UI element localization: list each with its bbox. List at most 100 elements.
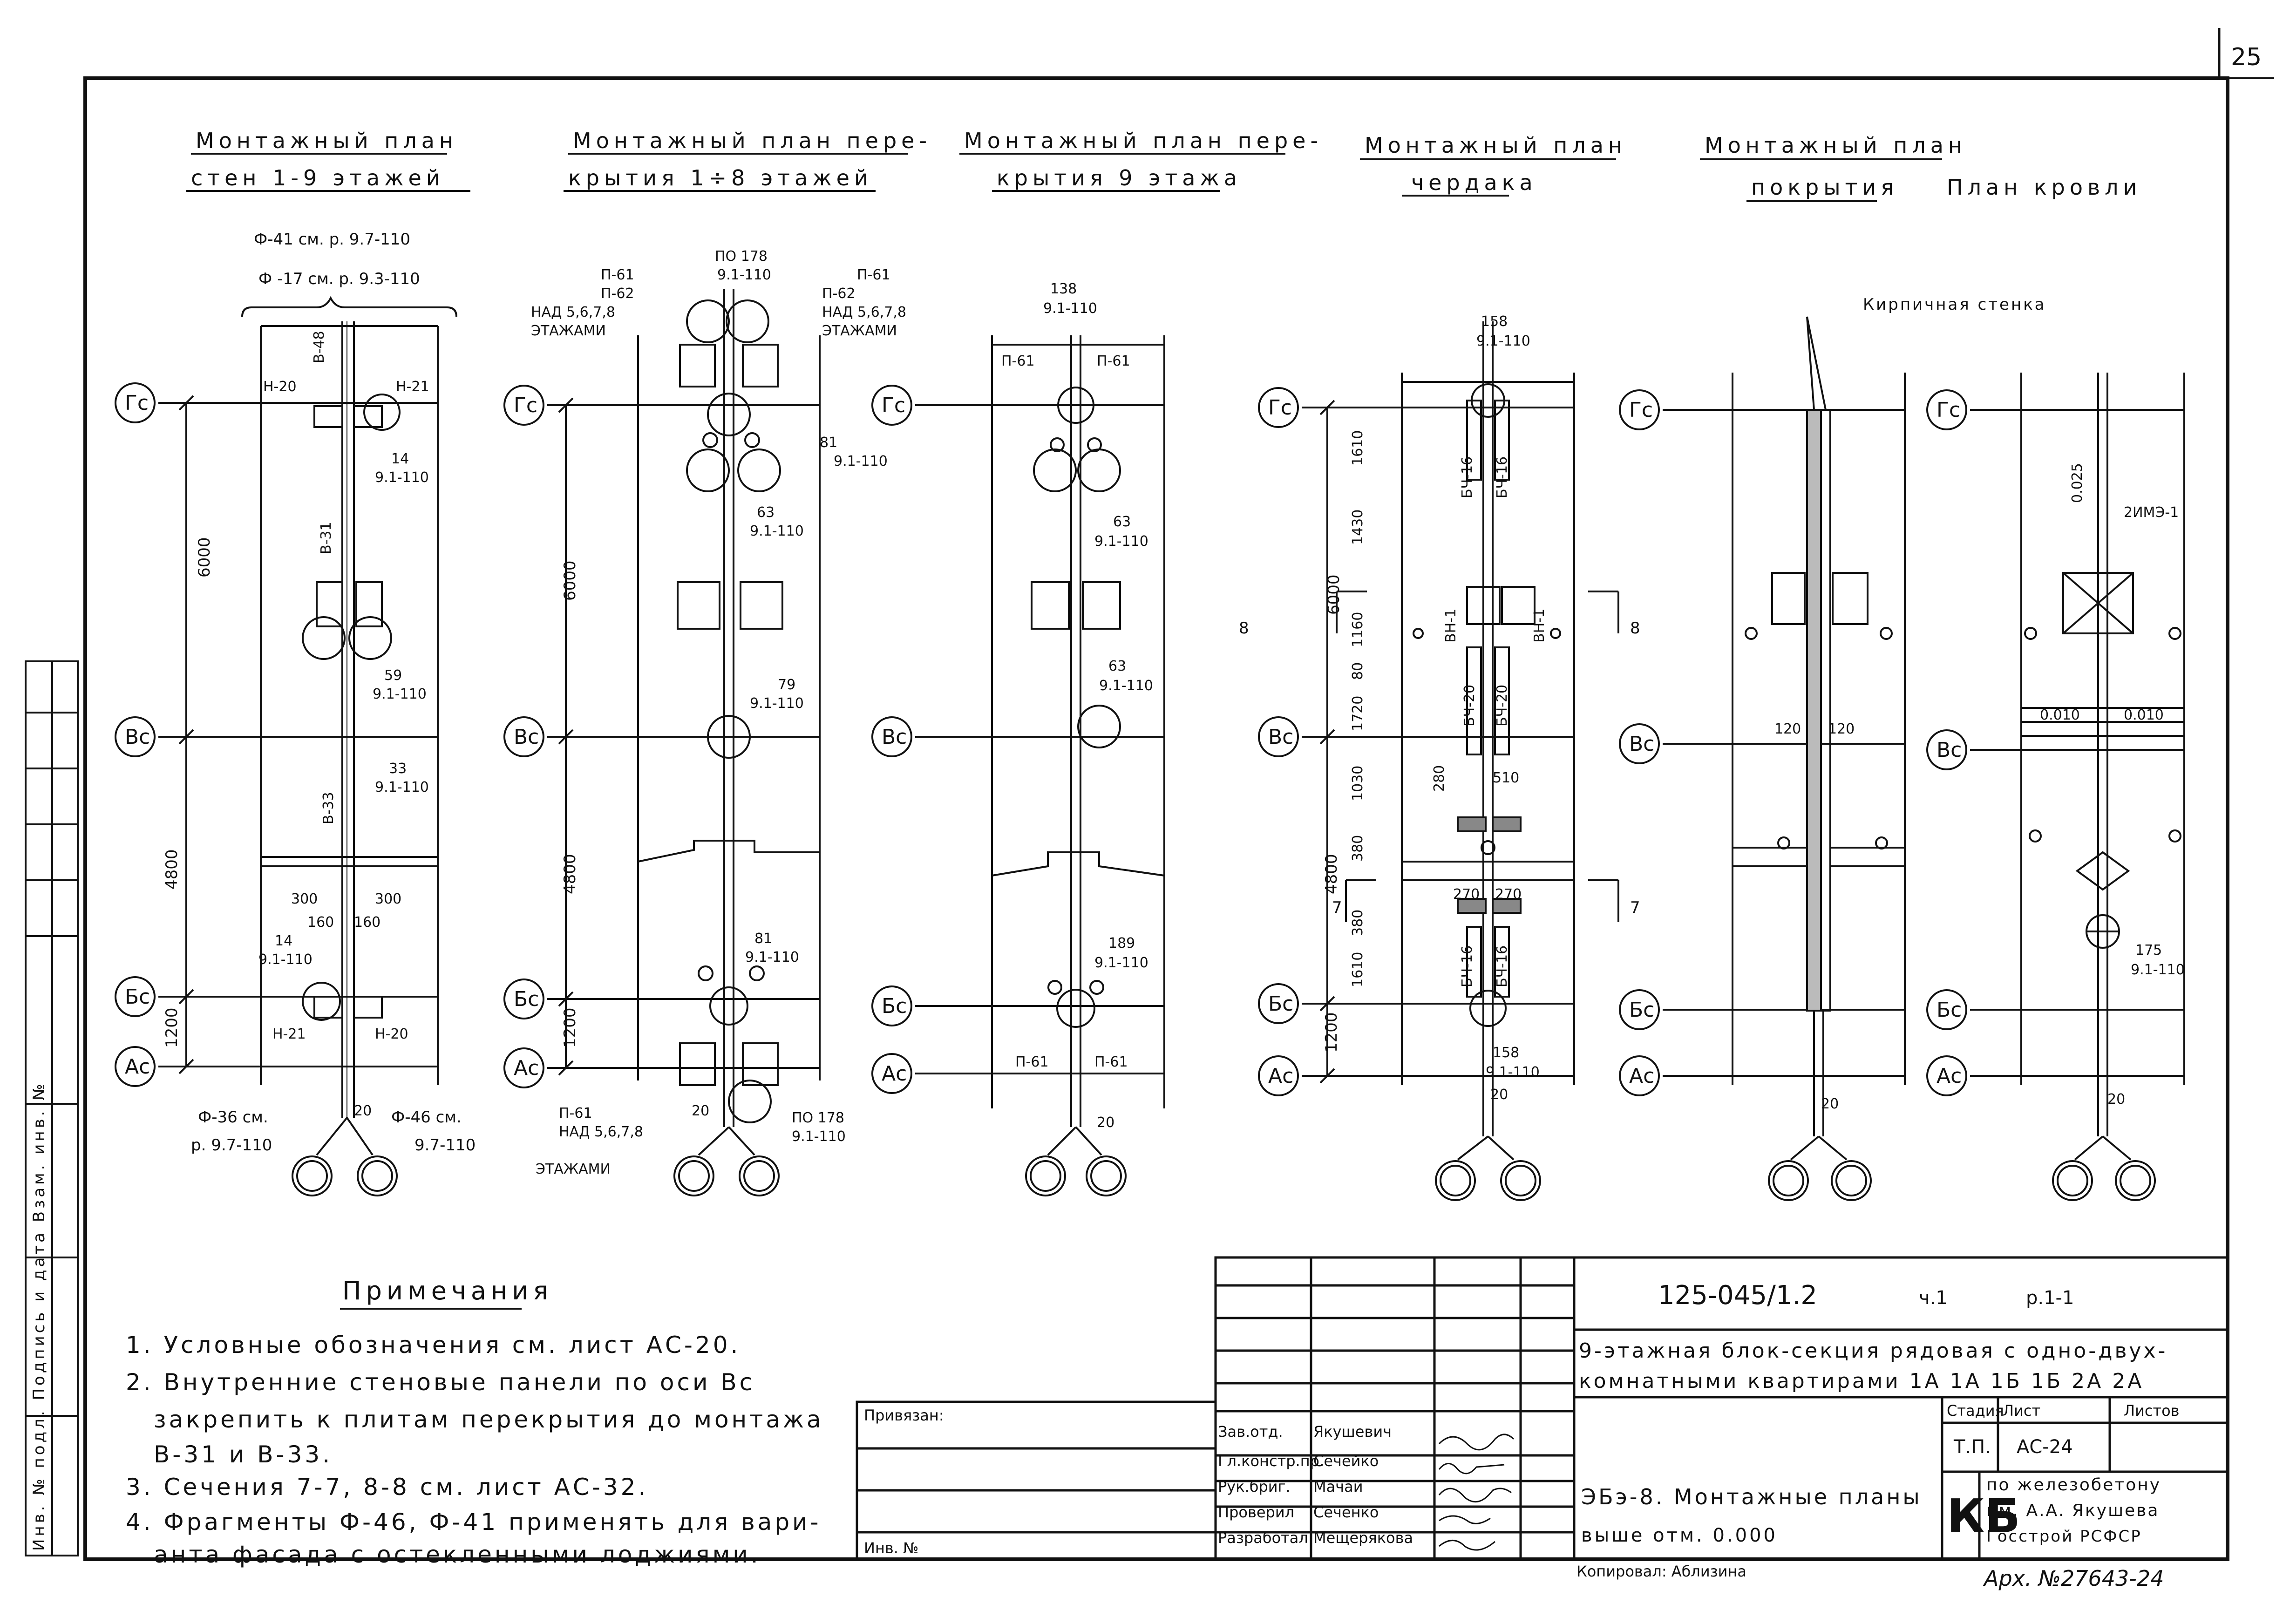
axis-label: Гс	[1268, 396, 1292, 420]
doc-part: ч.1	[1919, 1287, 1948, 1309]
label-vn1: ВН-1	[1531, 609, 1548, 643]
label-slope-010: 0.010	[2124, 707, 2164, 723]
label-bch16: БЧ-16	[1459, 456, 1475, 498]
label-158: 158	[1481, 313, 1508, 330]
plan-3-slabs	[915, 335, 1165, 1196]
sheet-header: Лист	[2003, 1402, 2040, 1420]
axis-label: Ас	[1629, 1064, 1654, 1088]
axis-label: Вс	[514, 725, 539, 749]
label-n21: Н-21	[272, 1026, 306, 1042]
org-line-3: Госстрой РСФСР	[1986, 1527, 2142, 1546]
axis-label: Бс	[514, 987, 539, 1011]
axis-label: Бс	[1268, 992, 1293, 1016]
label-v48: В-48	[311, 331, 327, 363]
plan-title-3-line1: Монтажный план пере-	[964, 128, 1323, 153]
dim-4800: 4800	[163, 849, 181, 890]
axis-label: Ас	[125, 1055, 150, 1079]
label-po178: ПО 178	[792, 1110, 844, 1126]
note-item: 1. Условные обозначения см. лист АС-20.	[126, 1332, 741, 1359]
axis-label: Гс	[125, 391, 149, 415]
notes: Примечания 1. Условные обозначения см. л…	[126, 1276, 824, 1568]
label-slope: 0.025	[2069, 463, 2086, 503]
label-14: 14	[391, 451, 409, 467]
sheet-title-2: выше отм. 0.000	[1581, 1525, 1778, 1546]
axis-label: Ас	[882, 1062, 907, 1086]
note-item: В-31 и В-33.	[154, 1441, 333, 1468]
label-bch16: БЧ-16	[1494, 945, 1510, 987]
cut-label-7: 7	[1630, 898, 1640, 917]
title-block-text: 125-045/1.2 ч.1 р.1-1 9-этажная блок-сек…	[864, 1280, 2180, 1591]
dim-1200: 1200	[163, 1007, 181, 1048]
doc-release: р.1-1	[2026, 1287, 2074, 1309]
label-nad: НАД 5,6,7,8	[531, 304, 615, 320]
label-etazh: ЭТАЖАМИ	[531, 323, 606, 339]
role-label: Рук.бриг.	[1218, 1478, 1291, 1495]
axis-label: Гс	[1629, 398, 1653, 422]
dim-1610: 1610	[1350, 952, 1366, 987]
label-v31: В-31	[318, 522, 334, 554]
desc-line-2: комнатными квартирами 1А 1А 1Б 1Б 2А 2А	[1579, 1369, 2144, 1393]
label-f36b: р. 9.7-110	[191, 1136, 272, 1155]
dim-160: 160	[307, 914, 334, 931]
plan-title-5-line2: покрытия	[1751, 175, 1898, 200]
label-f46a: Ф-46 см.	[391, 1108, 462, 1127]
label-p61: П-61	[857, 267, 890, 283]
label-ref: 9.1-110	[834, 453, 888, 469]
plan-2-slabs	[547, 289, 821, 1196]
label-ref: 9.1-110	[1099, 678, 1153, 694]
plan-title-1-line1: Монтажный план	[196, 128, 458, 153]
plan-title-3-line2: крытия 9 этажа	[997, 165, 1242, 190]
label-n20: Н-20	[263, 379, 297, 395]
axis-label: Вс	[1268, 725, 1293, 749]
org-kb: КБ	[1947, 1489, 2020, 1543]
label-p61: П-61	[1094, 1054, 1128, 1070]
cut-label-7: 7	[1332, 898, 1342, 917]
label-ref: 9.1-110	[2131, 962, 2185, 978]
dim-6000: 6000	[195, 537, 214, 578]
dim-120: 120	[1828, 721, 1855, 737]
axis-label: Ас	[514, 1056, 539, 1080]
label-n20: Н-20	[375, 1026, 408, 1042]
dim-20: 20	[1097, 1114, 1114, 1131]
dim-4800: 4800	[561, 854, 579, 894]
plan-title-6: План кровли	[1947, 175, 2141, 200]
dim-1720: 1720	[1350, 696, 1366, 731]
org-line-2: им. А.А. Якушева	[1986, 1501, 2159, 1520]
desc-line-1: 9-этажная блок-секция рядовая с одно-дву…	[1579, 1339, 2167, 1363]
axis-label: Вс	[1936, 738, 1962, 762]
sheet-title-1: ЭБэ-8. Монтажные планы	[1581, 1484, 1922, 1509]
inv-label: Инв. №	[864, 1539, 918, 1557]
cut-label-8: 8	[1239, 619, 1249, 638]
label-ref: 9.1-110	[258, 951, 313, 968]
label-bch20: БЧ-20	[1494, 685, 1510, 727]
label-158: 158	[1493, 1045, 1519, 1061]
label-f36a: Ф-36 см.	[198, 1108, 268, 1127]
label-ref: 9.1-110	[375, 469, 429, 486]
cut-label-8: 8	[1630, 619, 1640, 638]
role-label: Гл.констр.пр.	[1218, 1452, 1324, 1470]
dim-270: 270	[1453, 886, 1480, 903]
plan-title-4-line1: Монтажный план	[1365, 133, 1627, 158]
label-ref: 9.1-110	[1486, 1064, 1540, 1080]
label-po178: ПО 178	[715, 248, 768, 265]
dim-1430: 1430	[1350, 510, 1366, 545]
privyazan-label: Привязан:	[864, 1407, 944, 1424]
note-item: закрепить к плитам перекрытия до монтажа	[154, 1406, 824, 1433]
label-bch20: БЧ-20	[1461, 685, 1478, 727]
dim-380: 380	[1350, 835, 1366, 862]
label-ref: 9.1-110	[1094, 533, 1148, 550]
label-ref: 9.1-110	[750, 695, 804, 712]
label-59: 59	[384, 667, 402, 684]
dim-160: 160	[354, 914, 380, 931]
plan-title-4-line2: чердака	[1411, 170, 1537, 195]
sheet-value: АС-24	[2017, 1436, 2073, 1458]
label-63: 63	[1108, 658, 1126, 674]
dim-300: 300	[291, 891, 318, 907]
dim-1160: 1160	[1350, 612, 1366, 647]
label-roof-mark: 2ИМЭ-1	[2124, 504, 2179, 521]
person-name: Мачай	[1313, 1478, 1363, 1495]
label-ref: 9.1-110	[745, 949, 799, 965]
label-ref: 9.1-110	[1043, 300, 1097, 317]
plan-title-1-line2: стен 1-9 этажей	[191, 165, 445, 190]
role-label: Разработал	[1218, 1529, 1308, 1547]
